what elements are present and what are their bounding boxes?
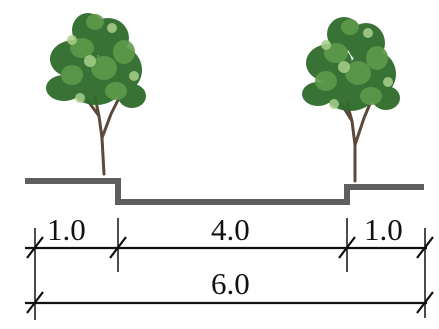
total-dimension-lines: [25, 286, 434, 320]
dimension-right-label: 1.0: [364, 212, 403, 247]
road-profile: [25, 178, 424, 205]
dimension-center-label: 4.0: [211, 212, 250, 247]
dimension-total-label: 6.0: [211, 266, 250, 301]
right-tree-icon: [302, 17, 400, 183]
left-tree-icon: [46, 13, 146, 176]
dimension-left-label: 1.0: [47, 212, 86, 247]
